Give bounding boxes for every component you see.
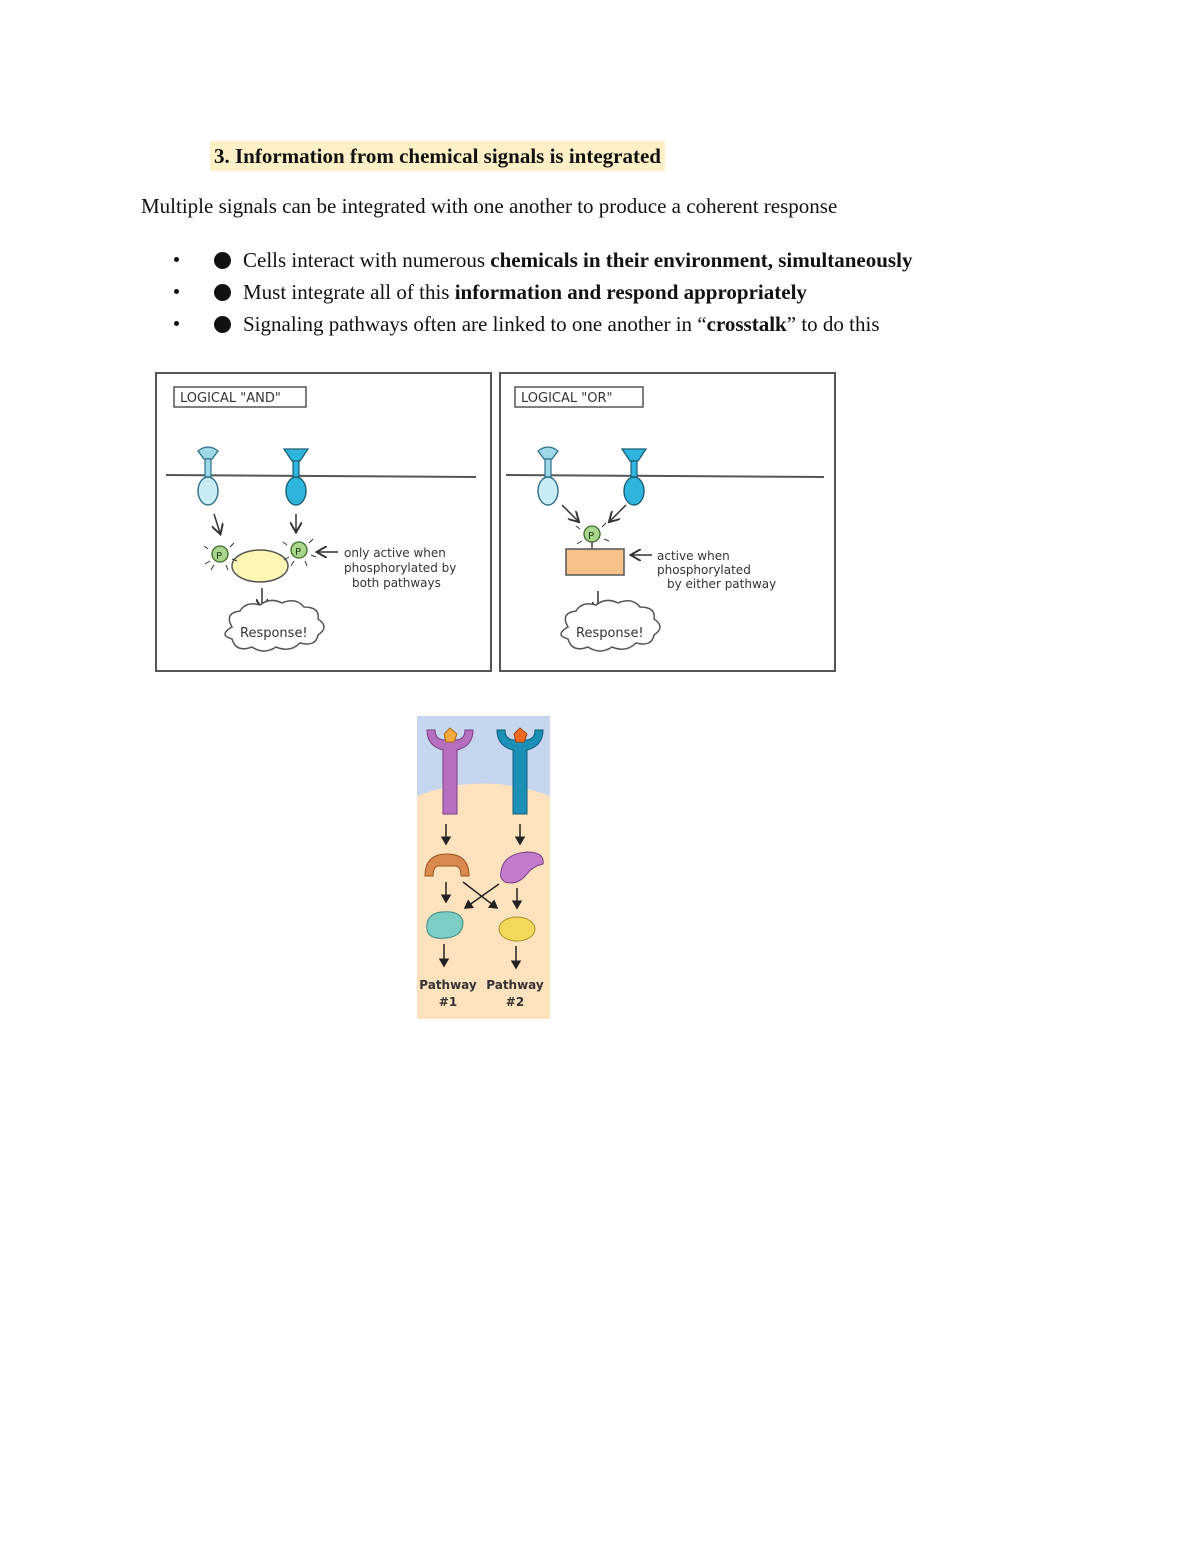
effector-teal xyxy=(426,911,464,939)
bullet-disc-icon xyxy=(214,284,231,301)
or-title-box xyxy=(514,386,644,408)
logic-gate-figure: LOGICAL "AND" P P only active when xyxy=(155,372,836,672)
receptor-purple xyxy=(426,727,474,815)
bullet-text: Must integrate all of this information a… xyxy=(243,280,807,304)
phosphate-icon: P xyxy=(203,542,238,571)
section-heading: 3. Information from chemical signals is … xyxy=(210,141,665,171)
and-note-line-2: phosphorylated by xyxy=(344,561,456,575)
ligand-icon xyxy=(513,727,528,743)
pathway-1-number: #1 xyxy=(439,995,457,1009)
bullet-text: Cells interact with numerous chemicals i… xyxy=(243,248,913,272)
bullet-dot-icon xyxy=(174,321,179,326)
pathway-1-label: Pathway xyxy=(419,978,477,992)
and-note-line-1: only active when xyxy=(344,546,446,560)
response-cloud xyxy=(224,599,325,652)
or-panel: LOGICAL "OR" P active when phosphorylate… xyxy=(499,372,836,672)
target-protein xyxy=(231,549,289,583)
or-note-line-2: phosphorylated xyxy=(657,563,751,577)
svg-text:P: P xyxy=(588,531,594,542)
receptor-blue xyxy=(620,448,648,506)
kinase-orange xyxy=(424,853,470,877)
or-note-line-3: by either pathway xyxy=(667,577,776,591)
intro-text: Multiple signals can be integrated with … xyxy=(141,194,838,218)
bullet-disc-icon xyxy=(214,252,231,269)
receptor-blue xyxy=(282,448,310,506)
ligand-icon xyxy=(443,727,458,743)
bullet-disc-icon xyxy=(214,316,231,333)
effector-yellow xyxy=(498,916,536,942)
and-note-line-3: both pathways xyxy=(352,576,441,590)
receptor-teal xyxy=(496,727,544,815)
response-cloud xyxy=(560,599,661,652)
svg-text:P: P xyxy=(216,551,222,562)
phosphate-icon: P xyxy=(282,538,317,567)
or-title: LOGICAL "OR" xyxy=(521,391,613,406)
and-title-box xyxy=(173,386,307,408)
membrane-line xyxy=(165,474,477,478)
bullet-dot-icon xyxy=(174,257,179,262)
pathway-2-number: #2 xyxy=(506,995,524,1009)
and-title: LOGICAL "AND" xyxy=(180,391,281,406)
and-response: Response! xyxy=(240,626,308,641)
target-protein xyxy=(565,548,625,576)
or-note-line-1: active when xyxy=(657,549,730,563)
receptor-light-blue xyxy=(537,446,559,506)
bullet-text: Signaling pathways often are linked to o… xyxy=(243,312,880,336)
membrane-line xyxy=(505,474,825,478)
crosstalk-figure: Pathway #1 Pathway #2 xyxy=(417,716,550,1019)
and-panel: LOGICAL "AND" P P only active when xyxy=(155,372,492,672)
bullet-dot-icon xyxy=(174,289,179,294)
pathway-2-label: Pathway xyxy=(486,978,544,992)
or-response: Response! xyxy=(576,626,644,641)
svg-text:P: P xyxy=(295,547,301,558)
kinase-purple xyxy=(500,851,544,884)
receptor-light-blue xyxy=(197,446,219,506)
